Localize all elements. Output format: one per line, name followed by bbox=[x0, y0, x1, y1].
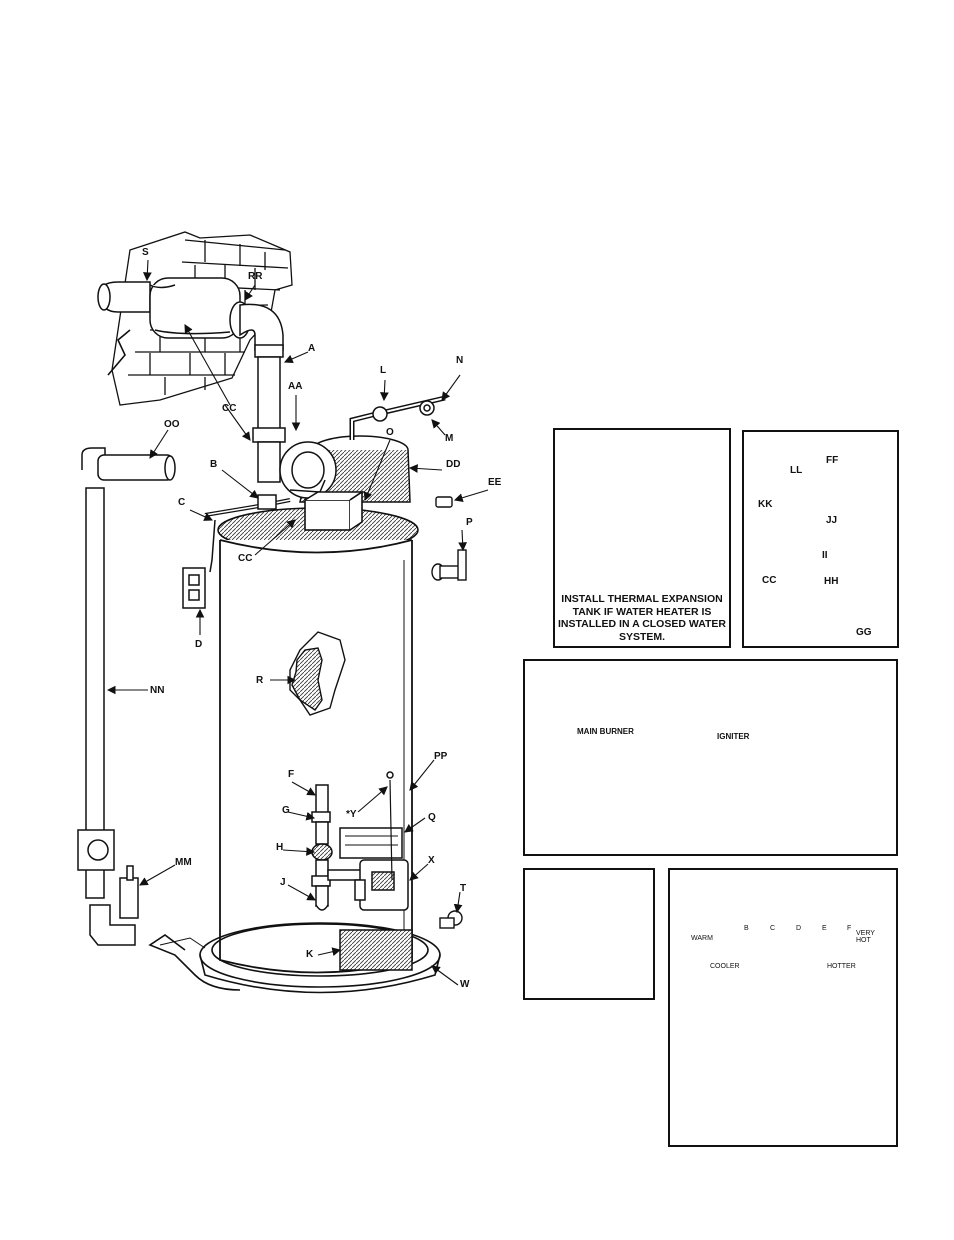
knob-panel bbox=[523, 868, 655, 1000]
label-mm: MM bbox=[175, 857, 192, 868]
condensate-drain bbox=[77, 447, 176, 946]
label-o: O bbox=[386, 427, 394, 438]
label-d: D bbox=[195, 639, 203, 650]
expansion-tank-caption: INSTALL THERMAL EXPANSION TANK IF WATER … bbox=[558, 593, 726, 643]
hotter-label: HOTTER bbox=[827, 963, 856, 970]
cooler-label: COOLER bbox=[710, 963, 740, 970]
main-burner-label: MAIN BURNER bbox=[577, 727, 634, 736]
label-t: T bbox=[460, 883, 467, 894]
label-pp: PP bbox=[434, 751, 448, 762]
temperature-control-panel bbox=[668, 868, 898, 1147]
label-ff: FF bbox=[826, 455, 839, 466]
label-a: A bbox=[308, 343, 316, 354]
label-gg: GG bbox=[856, 627, 872, 638]
label-y: *Y bbox=[346, 809, 357, 820]
position-very-hot: VERY HOT bbox=[856, 930, 875, 944]
label-dd: DD bbox=[446, 459, 461, 470]
draft-hood bbox=[279, 435, 411, 503]
label-n: N bbox=[456, 355, 464, 366]
label-s: S bbox=[142, 247, 149, 258]
label-hh: HH bbox=[824, 576, 839, 587]
label-j: J bbox=[280, 877, 286, 888]
fittings-panel bbox=[742, 430, 899, 648]
label-x: X bbox=[428, 855, 435, 866]
vent-assembly bbox=[97, 277, 286, 483]
position-warm: WARM bbox=[691, 935, 713, 942]
label-cc-vent: CC bbox=[222, 403, 237, 414]
gas-control bbox=[311, 771, 413, 971]
label-f: F bbox=[288, 769, 295, 780]
label-b: B bbox=[210, 459, 218, 470]
label-ii: II bbox=[822, 550, 828, 561]
gas-piping bbox=[182, 494, 291, 609]
expansion-tank-panel bbox=[553, 428, 731, 648]
label-r: R bbox=[256, 675, 264, 686]
label-cc-fittings: CC bbox=[762, 575, 777, 586]
label-c: C bbox=[178, 497, 186, 508]
label-q: Q bbox=[428, 812, 436, 823]
label-aa: AA bbox=[288, 381, 303, 392]
label-jj: JJ bbox=[826, 515, 838, 526]
label-ll: LL bbox=[790, 465, 803, 476]
label-h: H bbox=[276, 842, 284, 853]
drain-valve bbox=[439, 910, 463, 929]
position-c: C bbox=[770, 925, 776, 932]
drain-pan bbox=[148, 922, 441, 994]
position-b: B bbox=[744, 925, 749, 932]
leader-lines bbox=[106, 259, 489, 986]
label-m: M bbox=[445, 433, 454, 444]
igniter-label: IGNITER bbox=[717, 732, 750, 741]
position-e: E bbox=[822, 925, 827, 932]
label-oo: OO bbox=[164, 419, 180, 430]
label-cc-top: CC bbox=[238, 553, 253, 564]
burner-panel bbox=[523, 659, 898, 856]
position-f: F bbox=[847, 925, 852, 932]
label-kk: KK bbox=[758, 499, 773, 510]
cutaway bbox=[289, 631, 346, 716]
label-k: K bbox=[306, 949, 314, 960]
label-nn: NN bbox=[150, 685, 165, 696]
label-p: P bbox=[466, 517, 473, 528]
label-rr: RR bbox=[248, 271, 263, 282]
label-ee: EE bbox=[488, 477, 502, 488]
label-l: L bbox=[380, 365, 387, 376]
label-w: W bbox=[460, 979, 470, 990]
relief-valve bbox=[431, 496, 467, 581]
cold-water-inlet bbox=[349, 395, 446, 440]
position-d: D bbox=[796, 925, 802, 932]
label-g: G bbox=[282, 805, 290, 816]
